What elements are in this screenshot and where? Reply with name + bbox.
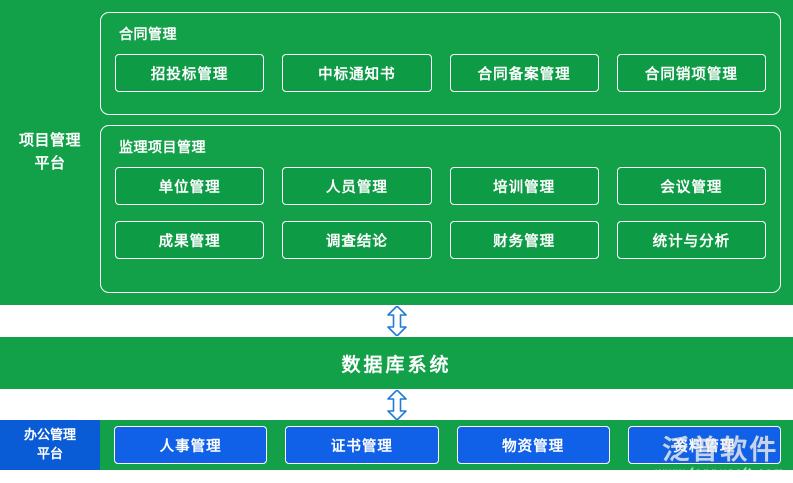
office-management-platform: 办公管理平台 人事管理 证书管理 物资管理 资料管理 xyxy=(0,420,793,470)
button-document-management[interactable]: 资料管理 xyxy=(627,426,781,464)
supervision-button-row-2: 成果管理 调查结论 财务管理 统计与分析 xyxy=(115,221,766,259)
button-achievement-management[interactable]: 成果管理 xyxy=(115,221,265,259)
double-arrow-vertical-icon xyxy=(386,390,407,420)
button-hr-management[interactable]: 人事管理 xyxy=(114,426,268,464)
project-platform-label: 项目管理平台 xyxy=(18,132,81,172)
button-personnel-management[interactable]: 人员管理 xyxy=(282,167,432,205)
contract-button-row-1: 招投标管理 中标通知书 合同备案管理 合同销项管理 xyxy=(115,54,766,92)
arrow-platform-to-database xyxy=(0,305,793,337)
button-finance-management[interactable]: 财务管理 xyxy=(449,221,599,259)
button-survey-conclusion[interactable]: 调查结论 xyxy=(282,221,432,259)
button-material-management[interactable]: 物资管理 xyxy=(456,426,610,464)
project-platform-body: 合同管理 招投标管理 中标通知书 合同备案管理 合同销项管理 监理项目管理 单位… xyxy=(100,0,793,305)
office-platform-body: 人事管理 证书管理 物资管理 资料管理 xyxy=(100,420,793,470)
supervision-button-row-1: 单位管理 人员管理 培训管理 会议管理 xyxy=(115,167,766,205)
button-training-management[interactable]: 培训管理 xyxy=(449,167,599,205)
button-meeting-management[interactable]: 会议管理 xyxy=(616,167,766,205)
button-contract-filing-management[interactable]: 合同备案管理 xyxy=(449,54,599,92)
database-system-bar: 数据库系统 xyxy=(0,337,793,389)
double-arrow-vertical-icon xyxy=(386,306,407,336)
group-contract-management: 合同管理 招投标管理 中标通知书 合同备案管理 合同销项管理 xyxy=(100,12,781,115)
group-title-contract: 合同管理 xyxy=(119,26,177,42)
button-unit-management[interactable]: 单位管理 xyxy=(115,167,265,205)
button-certificate-management[interactable]: 证书管理 xyxy=(285,426,439,464)
arrow-database-to-office xyxy=(0,390,793,420)
group-title-supervision: 监理项目管理 xyxy=(119,139,206,155)
project-management-platform: 项目管理平台 合同管理 招投标管理 中标通知书 合同备案管理 合同销项管理 监理… xyxy=(0,0,793,305)
button-statistics-and-analysis[interactable]: 统计与分析 xyxy=(616,221,766,259)
button-bidding-management[interactable]: 招投标管理 xyxy=(115,54,265,92)
button-contract-sales-management[interactable]: 合同销项管理 xyxy=(616,54,766,92)
office-platform-label: 办公管理平台 xyxy=(0,420,100,470)
group-supervision-project-management: 监理项目管理 单位管理 人员管理 培训管理 会议管理 成果管理 调查结论 财务管… xyxy=(100,125,781,293)
button-winning-bid-notice[interactable]: 中标通知书 xyxy=(282,54,432,92)
